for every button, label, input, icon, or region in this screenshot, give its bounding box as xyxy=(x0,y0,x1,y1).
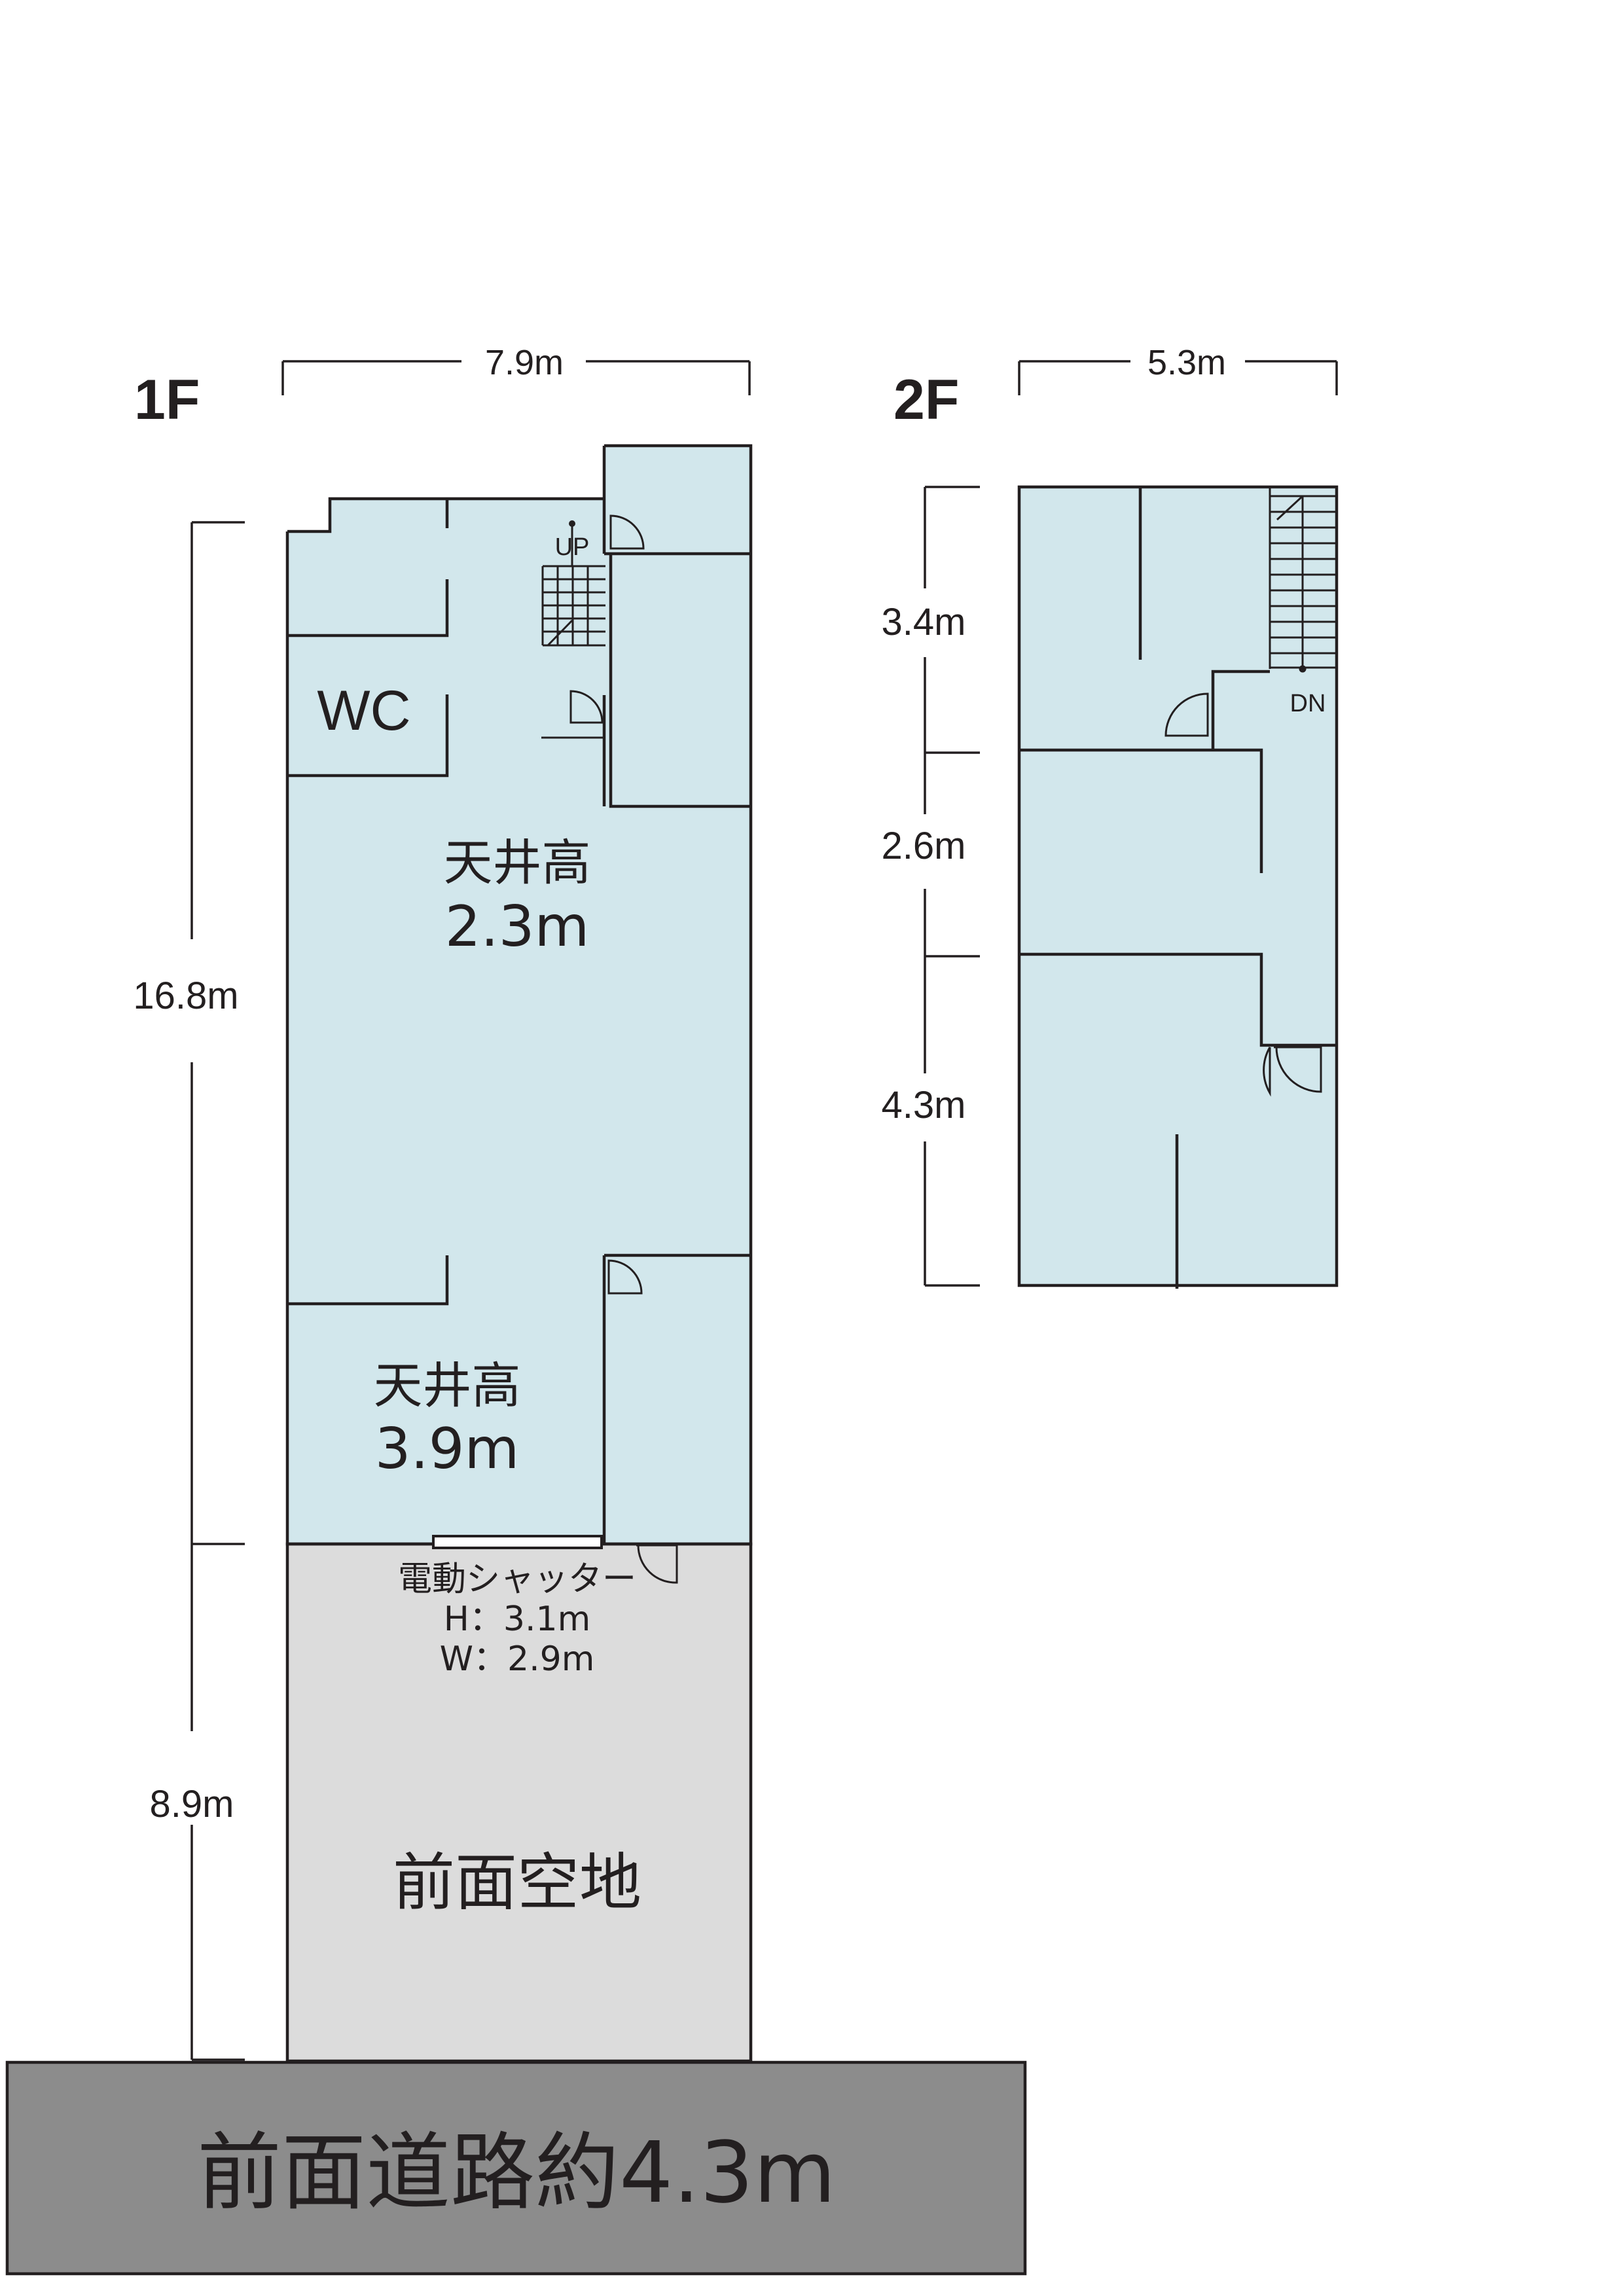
floor-2f-depth-3-label: 4.3m xyxy=(882,1084,966,1126)
floor-2f-width-dimension: 5.3m xyxy=(1018,343,1338,395)
shutter-label: 電動シャッター xyxy=(398,1560,636,1599)
floor-2f-width-label: 5.3m xyxy=(1147,343,1226,382)
floor-2f-depth-2-label: 2.6m xyxy=(882,825,966,867)
floor-1f-main-depth-label: 16.8m xyxy=(133,975,238,1017)
wc-label: WC xyxy=(317,679,410,742)
ceiling-main-value: 2.3m xyxy=(445,894,590,960)
electric-shutter: 電動シャッター H：3.1m W：2.9m xyxy=(398,1535,636,1679)
floor-1f-front-depth-label: 8.9m xyxy=(150,1783,234,1825)
floor-2f-height-dimensions: 3.4m 2.6m 4.3m xyxy=(882,486,980,1287)
floor-2f-stairs: DN xyxy=(1269,487,1335,717)
ceiling-main-label: 天井高 xyxy=(443,834,590,891)
road-label: 前面道路約4.3m xyxy=(197,2124,836,2222)
wc-room: WC xyxy=(287,679,449,778)
road-area xyxy=(5,2060,1027,2276)
floor-2f: 2F 5.3m 3.4m 2.6m 4.3m xyxy=(882,343,1339,1289)
floor-1f: 1F 7.9m 16.8m 8.9m 前面空地 xyxy=(133,343,753,2063)
ceiling-front-label: 天井高 xyxy=(373,1357,520,1414)
floor-2f-depth-1-label: 3.4m xyxy=(882,601,966,643)
ceiling-front-value: 3.9m xyxy=(375,1416,520,1482)
floor-1f-width-dimension: 7.9m xyxy=(281,343,751,395)
floor-1f-label: 1F xyxy=(134,368,200,431)
ceiling-height-main: 天井高 2.3m xyxy=(443,834,590,960)
floor-1f-outer-wall xyxy=(285,444,753,1546)
front-open-space: 前面空地 xyxy=(285,1542,753,2063)
floor-1f-interior xyxy=(287,446,751,1544)
floor-1f-height-dimensions: 16.8m 8.9m xyxy=(133,521,245,2061)
front-road: 前面道路約4.3m xyxy=(5,2060,1027,2276)
floor-1f-stairs-up-label: UP xyxy=(555,533,590,561)
ceiling-height-front: 天井高 3.9m xyxy=(373,1357,520,1482)
floor-1f-stairs: UP xyxy=(541,520,607,647)
floor-2f-label: 2F xyxy=(893,368,959,431)
shutter-height-label: H：3.1m xyxy=(444,1600,590,1639)
floor-1f-width-label: 7.9m xyxy=(485,343,564,382)
front-open-space-label: 前面空地 xyxy=(393,1847,641,1919)
floor-2f-stairs-dn-label: DN xyxy=(1290,690,1326,717)
shutter-width-label: W：2.9m xyxy=(440,1640,595,1679)
